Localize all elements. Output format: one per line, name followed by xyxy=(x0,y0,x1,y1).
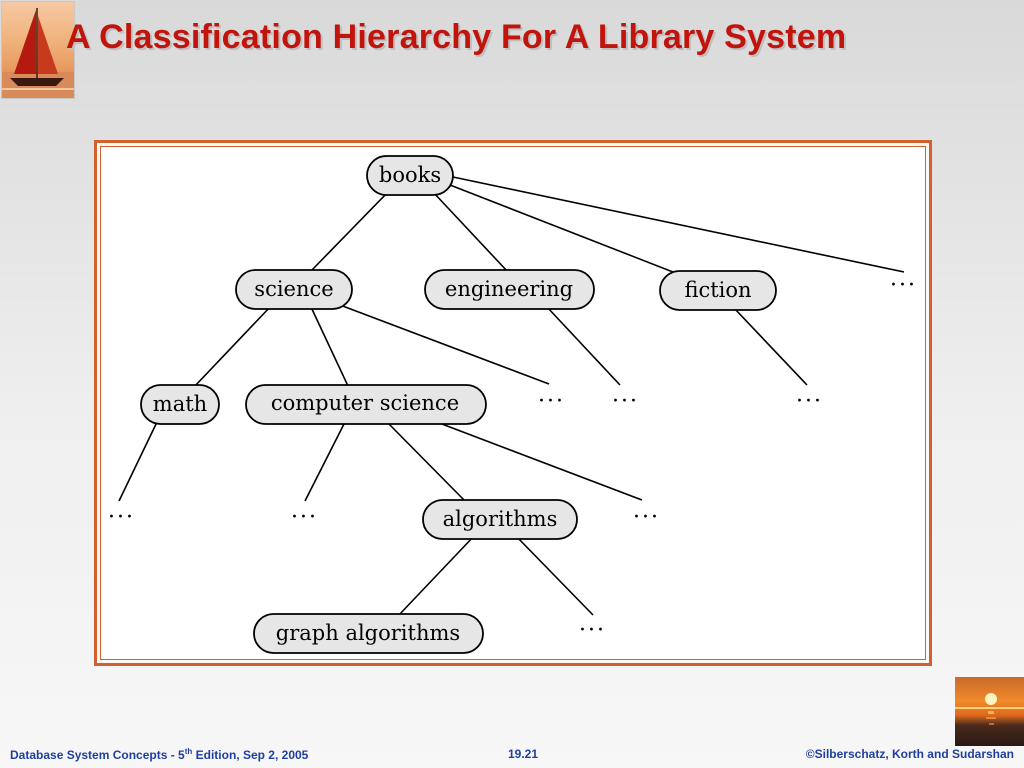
diagram-canvas: books science engineering fiction math c… xyxy=(100,146,926,660)
footer-slide-number: 19.21 xyxy=(508,747,539,761)
edge-computer-science-algorithms xyxy=(386,421,467,503)
edge-fiction-more xyxy=(733,307,808,386)
edge-books-more xyxy=(452,176,905,273)
edge-books-science xyxy=(309,191,389,273)
edge-math-more xyxy=(118,421,158,502)
node-books: books xyxy=(366,155,454,196)
node-label-engineering: engineering xyxy=(445,277,573,301)
node-computer-science: computer science xyxy=(245,384,487,425)
node-algorithms: algorithms xyxy=(422,499,578,540)
ellipsis-engineering: ··· xyxy=(612,389,639,414)
ellipsis-science: ··· xyxy=(538,389,565,414)
node-math: math xyxy=(140,384,220,425)
edge-books-engineering xyxy=(432,191,509,273)
ellipsis-computer-science: ··· xyxy=(291,505,318,530)
classification-tree: books science engineering fiction math c… xyxy=(108,155,917,654)
node-fiction: fiction xyxy=(659,270,777,311)
diagram-frame: books science engineering fiction math c… xyxy=(94,140,932,666)
footer-copyright: ©Silberschatz, Korth and Sudarshan xyxy=(805,747,1014,761)
tree-edges xyxy=(118,176,905,617)
node-label-fiction: fiction xyxy=(684,278,751,302)
node-label-computer-science: computer science xyxy=(271,391,459,415)
node-label-math: math xyxy=(153,392,207,416)
edge-computer-science-more-2 xyxy=(433,420,643,501)
node-label-science: science xyxy=(254,277,333,301)
edge-algorithms-more xyxy=(514,534,594,616)
node-label-algorithms: algorithms xyxy=(443,507,558,531)
edge-science-math xyxy=(193,305,272,388)
edge-algorithms-graph-algorithms xyxy=(397,534,476,617)
ellipsis-computer-science-2: ··· xyxy=(633,505,660,530)
edge-science-computer-science xyxy=(310,306,349,387)
node-label-graph-algorithms: graph algorithms xyxy=(276,621,460,645)
node-engineering: engineering xyxy=(424,269,595,310)
ellipsis-math: ··· xyxy=(108,505,135,530)
sunset-logo xyxy=(955,677,1024,746)
footer-book-sup: th xyxy=(184,747,193,756)
ellipsis-algorithms: ··· xyxy=(579,618,606,643)
edge-computer-science-more xyxy=(304,421,346,502)
edge-books-fiction xyxy=(449,184,674,273)
ellipsis-books: ··· xyxy=(890,273,917,298)
footer-book-prefix: Database System Concepts - 5 xyxy=(10,748,185,762)
footer-book-title: Database System Concepts - 5th Edition, … xyxy=(10,747,308,762)
edge-science-more xyxy=(339,304,550,385)
node-science: science xyxy=(235,269,353,310)
ellipsis-fiction: ··· xyxy=(796,389,823,414)
sailboat-logo xyxy=(1,1,75,99)
slide-title: A Classification Hierarchy For A Library… xyxy=(66,18,847,56)
node-graph-algorithms: graph algorithms xyxy=(253,613,484,654)
edge-engineering-more xyxy=(546,306,621,386)
node-label-books: books xyxy=(379,163,441,187)
footer-book-suffix: Edition, Sep 2, 2005 xyxy=(192,748,309,762)
